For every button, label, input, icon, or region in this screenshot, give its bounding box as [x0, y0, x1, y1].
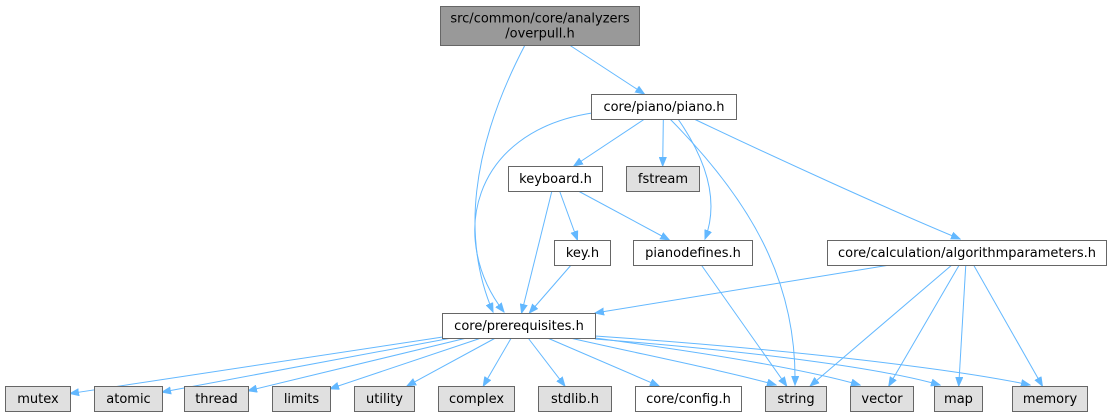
edge-prerequisites-to-limits — [330, 337, 482, 389]
edge-prerequisites-to-atomic — [162, 337, 452, 392]
node-label: string — [777, 392, 814, 407]
edge-piano-to-pianodefines — [677, 118, 711, 239]
node-key[interactable]: key.h — [554, 240, 611, 266]
node-label: map — [944, 392, 973, 407]
edge-prerequisites-to-memory — [594, 335, 1030, 385]
node-fstream: fstream — [626, 166, 700, 192]
node-label: core/calculation/algorithmparameters.h — [838, 246, 1096, 261]
nodes-layer: src/common/core/analyzers/overpull.h core… — [5, 6, 1107, 412]
node-box — [538, 386, 612, 412]
node-box — [591, 94, 737, 120]
node-label: fstream — [638, 172, 688, 187]
node-label: vector — [861, 392, 903, 407]
node-config[interactable]: core/config.h — [635, 386, 742, 412]
node-box — [633, 240, 753, 266]
edge-prerequisites-to-map — [594, 338, 940, 385]
edge-prerequisites-to-utility — [407, 337, 496, 386]
node-box — [442, 313, 596, 339]
edge-prerequisites-to-stdlib — [527, 337, 565, 386]
edge-prerequisites-to-vector — [594, 337, 860, 385]
edge-algorithmparameters-to-vector — [889, 264, 960, 386]
node-box — [184, 386, 249, 412]
node-box — [827, 240, 1107, 266]
node-label: /overpull.h — [505, 27, 574, 42]
node-label: mutex — [17, 392, 59, 407]
node-map: map — [934, 386, 983, 412]
edge-piano-to-prerequisites — [474, 112, 593, 312]
node-label: pianodefines.h — [645, 246, 741, 261]
node-box — [94, 386, 163, 412]
node-string: string — [765, 386, 827, 412]
node-label: utility — [366, 392, 403, 407]
node-keyboard[interactable]: keyboard.h — [508, 166, 603, 192]
node-label: limits — [284, 392, 320, 407]
node-box — [438, 386, 515, 412]
node-box — [508, 166, 603, 192]
edge-overpull-to-piano — [569, 44, 644, 94]
edge-prerequisites-to-thread — [248, 337, 467, 391]
node-box — [934, 386, 983, 412]
node-label: src/common/core/analyzers — [450, 12, 630, 27]
node-thread: thread — [184, 386, 249, 412]
edge-prerequisites-to-complex — [483, 337, 512, 386]
node-box — [635, 386, 742, 412]
node-box — [554, 240, 611, 266]
node-label: thread — [195, 392, 238, 407]
node-label: key.h — [566, 246, 599, 261]
edge-algorithmparameters-to-map — [959, 264, 967, 386]
edge-overpull-to-prerequisites — [474, 44, 526, 312]
edges-layer — [70, 44, 1043, 394]
node-box — [765, 386, 827, 412]
node-pianodefines[interactable]: pianodefines.h — [633, 240, 753, 266]
node-overpull[interactable]: src/common/core/analyzers/overpull.h — [440, 6, 640, 46]
node-box — [626, 166, 700, 192]
edge-keyboard-to-prerequisites — [522, 190, 553, 313]
edge-piano-to-fstream — [663, 118, 664, 166]
edge-keyboard-to-key — [559, 190, 578, 240]
node-limits: limits — [272, 386, 331, 412]
node-piano[interactable]: core/piano/piano.h — [591, 94, 737, 120]
node-box — [354, 386, 415, 412]
node-vector: vector — [850, 386, 914, 412]
node-label: keyboard.h — [519, 172, 592, 187]
edge-piano-to-keyboard — [574, 118, 645, 166]
edge-keyboard-to-pianodefines — [577, 190, 669, 240]
node-prerequisites[interactable]: core/prerequisites.h — [442, 313, 596, 339]
node-box — [850, 386, 914, 412]
edge-algorithmparameters-to-memory — [973, 264, 1043, 386]
node-complex: complex — [438, 386, 515, 412]
node-box — [440, 6, 640, 46]
node-label: core/config.h — [646, 392, 731, 407]
node-box — [5, 386, 71, 412]
node-label: atomic — [106, 392, 150, 407]
edge-piano-to-string — [669, 118, 795, 385]
node-label: core/prerequisites.h — [454, 319, 584, 334]
node-label: complex — [449, 392, 504, 407]
edge-algorithmparameters-to-prerequisites — [595, 264, 890, 313]
node-atomic: atomic — [94, 386, 163, 412]
node-utility: utility — [354, 386, 415, 412]
edge-prerequisites-to-string — [569, 337, 776, 385]
node-stdlib: stdlib.h — [538, 386, 612, 412]
node-mutex: mutex — [5, 386, 71, 412]
node-label: core/piano/piano.h — [603, 100, 724, 115]
node-memory: memory — [1012, 386, 1088, 412]
edge-pianodefines-to-string — [700, 264, 786, 386]
node-box — [1012, 386, 1088, 412]
node-label: memory — [1023, 392, 1078, 407]
edge-piano-to-algorithmparameters — [693, 118, 960, 239]
node-box — [272, 386, 331, 412]
node-algorithmparameters[interactable]: core/calculation/algorithmparameters.h — [827, 240, 1107, 266]
edge-prerequisites-to-mutex — [70, 336, 443, 393]
node-label: stdlib.h — [551, 392, 599, 407]
edge-algorithmparameters-to-string — [810, 264, 953, 386]
edge-prerequisites-to-config — [547, 337, 659, 386]
edge-key-to-prerequisites — [529, 264, 572, 313]
